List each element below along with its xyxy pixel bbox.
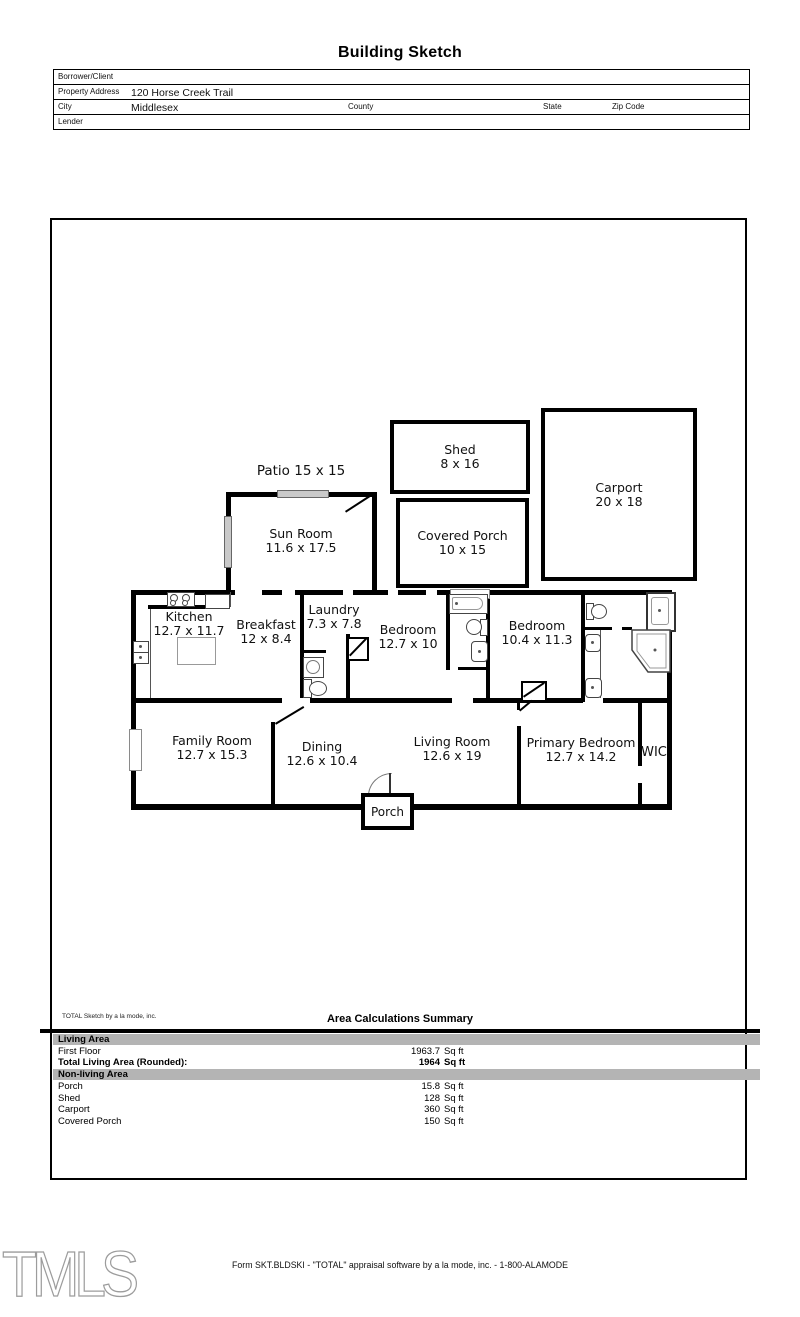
row-borrower: Borrower/Client	[54, 70, 749, 85]
carport-outline: Carport 20 x 18	[541, 408, 697, 581]
room-label-wic: WIC	[641, 745, 667, 760]
summary-row-total: Total Living Area (Rounded): 1964 Sq ft	[58, 1057, 466, 1068]
shed-outline: Shed 8 x 16	[390, 420, 530, 494]
state-label: State	[543, 102, 562, 111]
tmls-watermark: TMLS	[1, 1238, 139, 1311]
row-property-address: Property Address 120 Horse Creek Trail	[54, 85, 749, 100]
patio-label: Patio 15 x 15	[256, 463, 346, 479]
shed-label: Shed 8 x 16	[440, 442, 480, 471]
shower-icon	[646, 592, 676, 632]
toilet-bowl-icon	[466, 619, 482, 635]
corner-tub-icon	[631, 629, 671, 673]
form-footer: Form SKT.BLDSKI - "TOTAL" appraisal soft…	[232, 1260, 568, 1270]
summary-row: Shed 128 Sq ft	[58, 1092, 464, 1104]
sink-icon	[585, 678, 602, 698]
kitchen-island	[177, 637, 216, 665]
row-city: City Middlesex County State Zip Code	[54, 100, 749, 115]
bathtub-icon	[449, 594, 488, 614]
borrower-label: Borrower/Client	[58, 72, 114, 81]
property-address-label: Property Address	[58, 87, 120, 96]
sink-icon	[471, 641, 488, 662]
property-address-value: 120 Horse Creek Trail	[131, 87, 234, 99]
window-icon	[277, 490, 329, 498]
property-header-table: Borrower/Client Property Address 120 Hor…	[53, 69, 750, 130]
summary-title: Area Calculations Summary	[326, 1013, 474, 1025]
city-value: Middlesex	[131, 102, 179, 114]
summary-divider	[40, 1029, 760, 1033]
closet-icon	[521, 681, 547, 702]
nonliving-area-header: Non-living Area	[53, 1069, 760, 1080]
sketch-border	[50, 218, 747, 1180]
counter-edge	[230, 592, 231, 607]
zip-label: Zip Code	[612, 102, 645, 111]
counter-appliance-icon	[205, 594, 230, 609]
vendor-note: TOTAL Sketch by a la mode, inc.	[62, 1013, 157, 1020]
row-lender: Lender	[54, 115, 749, 128]
porch-label: Porch	[370, 804, 405, 819]
stove-icon	[167, 592, 195, 607]
window-icon	[224, 516, 232, 568]
summary-row: Covered Porch 150 Sq ft	[58, 1115, 464, 1127]
door-leaf	[389, 773, 391, 794]
sink-icon	[303, 657, 324, 678]
sink-icon	[585, 634, 601, 652]
porch-outline: Porch	[361, 793, 414, 830]
counter-edge	[150, 609, 151, 698]
summary-row: Carport 360 Sq ft	[58, 1104, 464, 1115]
closet-icon	[347, 637, 369, 661]
covered-porch-outline: Covered Porch 10 x 15	[396, 498, 529, 588]
toilet-bowl-icon	[591, 604, 607, 619]
kitchen-sink-icon	[133, 652, 149, 664]
toilet-bowl-icon	[309, 681, 327, 696]
living-area-header: Living Area	[53, 1034, 760, 1045]
county-label: County	[348, 102, 374, 111]
city-label: City	[58, 102, 72, 111]
fireplace-icon	[129, 729, 142, 771]
summary-row: First Floor 1963.7 Sq ft	[58, 1046, 464, 1057]
page-title: Building Sketch	[338, 44, 462, 61]
carport-label: Carport 20 x 18	[595, 479, 643, 509]
vanity-edge	[600, 630, 601, 698]
lender-label: Lender	[58, 117, 83, 126]
summary-row: Porch 15.8 Sq ft	[58, 1081, 464, 1092]
covered-porch-label: Covered Porch 10 x 15	[417, 528, 508, 557]
